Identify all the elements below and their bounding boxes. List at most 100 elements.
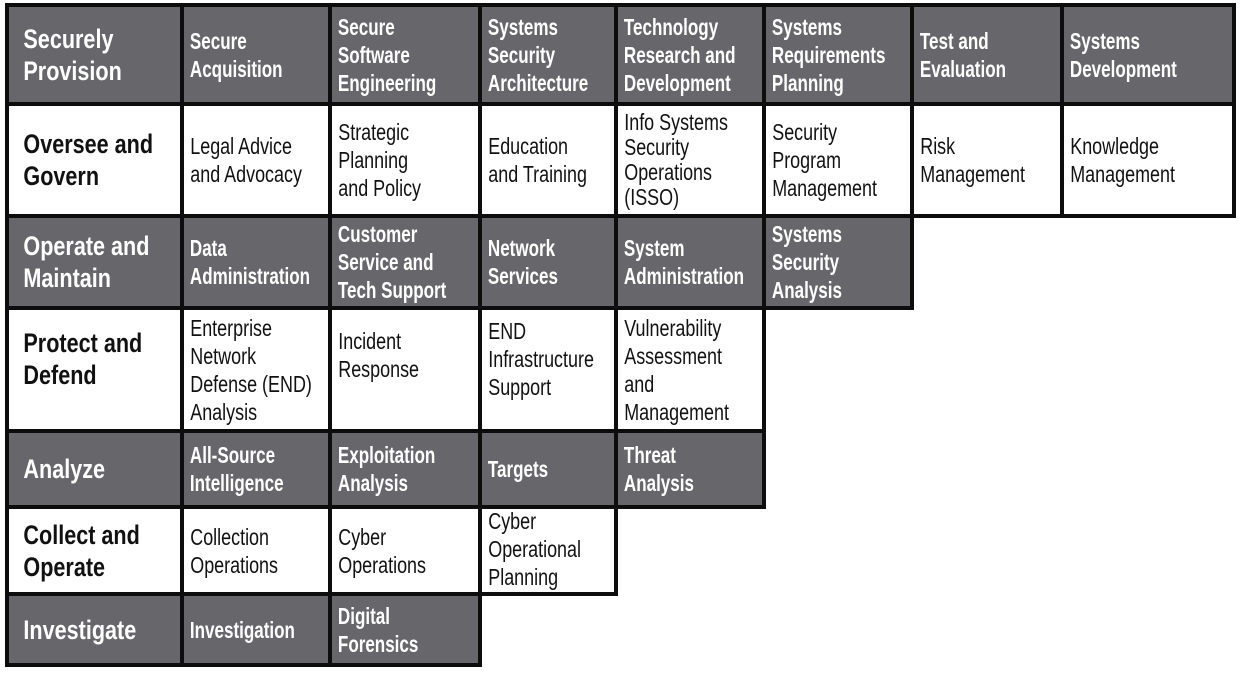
specialty-label: END xyxy=(488,317,527,344)
specialty-label: Program xyxy=(772,147,842,173)
specialty-label: Knowledge xyxy=(1070,133,1160,159)
specialty-label: Software xyxy=(337,41,410,68)
specialty-label: Infrastructure xyxy=(488,345,594,372)
specialty-label: Intelligence xyxy=(189,470,284,496)
specialty-label: Data xyxy=(189,235,227,261)
specialty-label: Development xyxy=(1069,55,1177,82)
specialty-label: (ISSO) xyxy=(624,184,680,210)
specialty-label: Defense (END) xyxy=(190,370,312,397)
specialty-label: Risk xyxy=(920,133,956,159)
specialty-label: Operational xyxy=(488,535,581,562)
specialty-label: Systems xyxy=(771,13,842,40)
specialty-label: Incident xyxy=(338,327,402,354)
specialty-label: Management xyxy=(624,398,729,425)
specialty-label: Investigation xyxy=(189,616,295,643)
specialty-targets: Targets xyxy=(478,429,618,509)
specialty-label: Tech Support xyxy=(337,277,447,303)
specialty-label: Development xyxy=(623,69,731,96)
category-label: Maintain xyxy=(23,263,112,293)
specialty-label: Digital xyxy=(337,602,390,629)
specialty-label: and Advocacy xyxy=(190,161,302,187)
category-label: Collect and xyxy=(23,519,140,550)
category-label: Oversee and xyxy=(23,129,154,159)
specialty-label: and Policy xyxy=(338,175,422,201)
specialty-label: Assessment xyxy=(624,342,722,369)
specialty-label: Systems xyxy=(771,221,842,247)
specialty-label: and xyxy=(624,370,655,397)
specialty-label: Security xyxy=(624,134,690,160)
specialty-label: Acquisition xyxy=(189,55,283,82)
specialty-label: Service and xyxy=(337,249,434,275)
specialty-label: Management xyxy=(920,161,1025,187)
specialty-investigation: Investigation xyxy=(180,592,332,667)
specialty-label: Analysis xyxy=(190,398,258,425)
specialty-label: Operations xyxy=(190,551,279,578)
specialty-label: Cyber xyxy=(488,507,537,534)
specialty-label: and Training xyxy=(488,161,587,187)
specialty-label: Systems xyxy=(1069,27,1140,54)
specialty-label: Info Systems xyxy=(624,109,728,135)
specialty-label: Administration xyxy=(623,263,745,289)
specialty-label: System xyxy=(623,235,685,261)
specialty-label: Cyber xyxy=(338,523,387,550)
specialty-label: Systems xyxy=(487,13,558,40)
category-label: Provision xyxy=(23,55,122,86)
specialty-label: Strategic xyxy=(338,119,410,145)
category-label: Analyze xyxy=(23,454,106,484)
specialty-label: Requirements xyxy=(771,41,886,68)
category-label: Operate xyxy=(23,551,106,582)
specialty-label: Network xyxy=(190,342,257,369)
specialty-label: Secure xyxy=(189,27,247,54)
specialty-label: Targets xyxy=(487,456,549,482)
specialty-label: Customer xyxy=(337,221,418,247)
specialty-label: Enterprise xyxy=(190,314,273,341)
specialty-label: Exploitation xyxy=(337,442,436,468)
specialty-label: Threat xyxy=(623,442,676,468)
specialty-label: Management xyxy=(1070,161,1175,187)
specialty-label: Support xyxy=(488,373,552,400)
category-label: Investigate xyxy=(23,614,137,645)
specialty-label: Operations xyxy=(624,159,713,185)
specialty-label: Response xyxy=(338,355,420,382)
specialty-label: Operations xyxy=(338,551,427,578)
category-investigate: Investigate xyxy=(5,592,184,667)
specialty-label: Management xyxy=(772,175,877,201)
specialty-label: Test and xyxy=(919,27,989,54)
specialty-label: Analysis xyxy=(623,470,694,496)
specialty-label: Network xyxy=(487,235,556,261)
specialty-label: Planning xyxy=(338,147,409,173)
specialty-label: Education xyxy=(488,133,569,159)
specialty-label: Vulnerability xyxy=(624,314,722,341)
specialty-label: Analysis xyxy=(771,277,842,303)
specialty-label: Security xyxy=(772,119,838,145)
specialty-label: Research and xyxy=(623,41,736,68)
category-label: Protect and xyxy=(23,327,143,358)
